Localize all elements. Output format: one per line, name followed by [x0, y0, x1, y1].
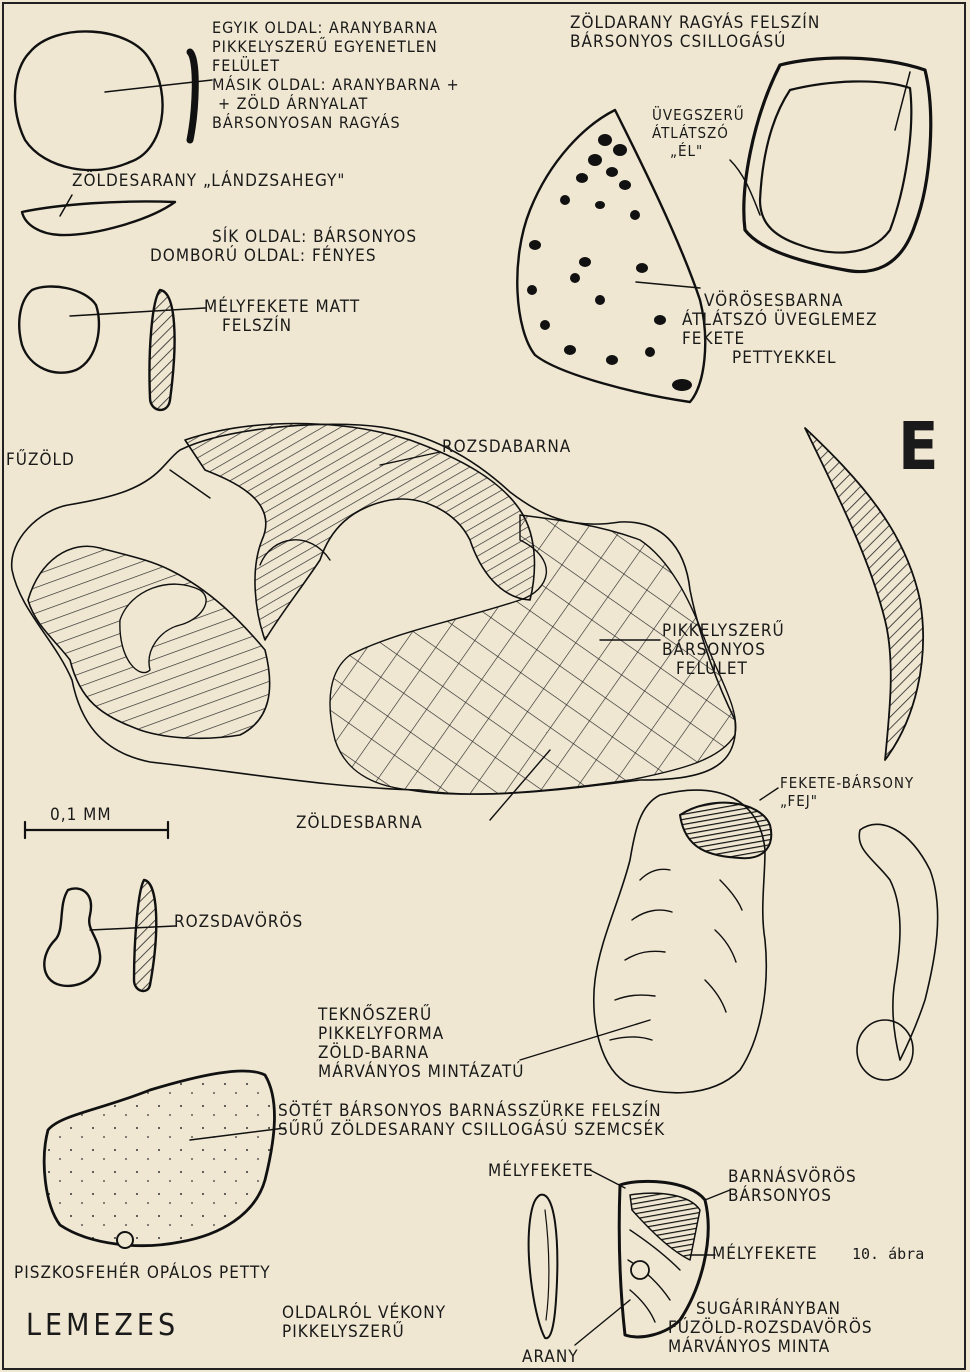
label-dark-velvet: SÖTÉT BÁRSONYOS BARNÁSSZÜRKE FELSZÍN SŰR… [278, 1102, 665, 1140]
label-gold: ARANY [522, 1348, 579, 1367]
label-side-view: OLDALRÓL VÉKONY PIKKELYSZERŰ [282, 1304, 446, 1342]
label-shell-like: TEKNŐSZERŰ PIKKELYFORMA ZÖLD-BARNA MÁRVÁ… [318, 1006, 524, 1082]
label-top-right: ZÖLDARANY RAGYÁS FELSZÍN BÁRSONYOS CSILL… [570, 14, 820, 52]
glass-edge-particle [744, 58, 931, 272]
top-left-particle [15, 31, 163, 170]
black-matt-particle [19, 286, 99, 372]
label-deep-black-1: MÉLYFEKETE [488, 1162, 594, 1181]
label-pitch-black: MÉLYFEKETE MATT FELSZÍN [204, 298, 360, 336]
label-spear: ZÖLDESARANY „LÁNDZSAHEGY" [72, 172, 345, 191]
label-glass-edge: ÜVEGSZERŰ ÁTLÁTSZÓ „ÉL" [652, 106, 745, 160]
figure-number: 10. ábra [852, 1245, 924, 1264]
label-lamellar: LEMEZES [26, 1310, 179, 1342]
label-rust-red: ROZSDAVÖRÖS [174, 913, 303, 932]
rust-red-particle [44, 888, 100, 985]
label-black-velvet-head: FEKETE-BÁRSONY „FEJ" [780, 774, 914, 810]
label-spear-sides: SÍK OLDAL: BÁRSONYOS DOMBORÚ OLDAL: FÉNY… [150, 228, 417, 266]
label-brownish-red: BARNÁSVÖRÖS BÁRSONYOS [728, 1168, 857, 1206]
black-spots [527, 134, 692, 391]
label-dirty-white: PISZKOSFEHÉR OPÁLOS PETTY [14, 1264, 271, 1283]
label-scaly-velvet: PIKKELYSZERŰ BÁRSONYOS FELÜLET [662, 622, 785, 679]
label-deep-black-2: MÉLYFEKETE [712, 1245, 818, 1264]
letter-e: E [898, 414, 939, 480]
label-green-brown: ZÖLDESBARNA [296, 814, 423, 833]
label-rust-brown: ROZSDABARNA [442, 438, 571, 457]
label-radial: SUGÁRIRÁNYBAN FŰZÖLD-ROZSDAVÖRÖS MÁRVÁNY… [668, 1300, 873, 1357]
dark-velvet-particle [44, 1071, 274, 1246]
label-willow-green: FŰZÖLD [6, 451, 75, 470]
label-red-brown-glass: VÖRÖSESBARNA ÁTLÁTSZÓ ÜVEGLEMEZ FEKETE P… [682, 292, 878, 368]
scale-label: 0,1 MM [50, 806, 112, 825]
label-top-left: EGYIK OLDAL: ARANYBARNA PIKKELYSZERŰ EGY… [212, 18, 460, 132]
